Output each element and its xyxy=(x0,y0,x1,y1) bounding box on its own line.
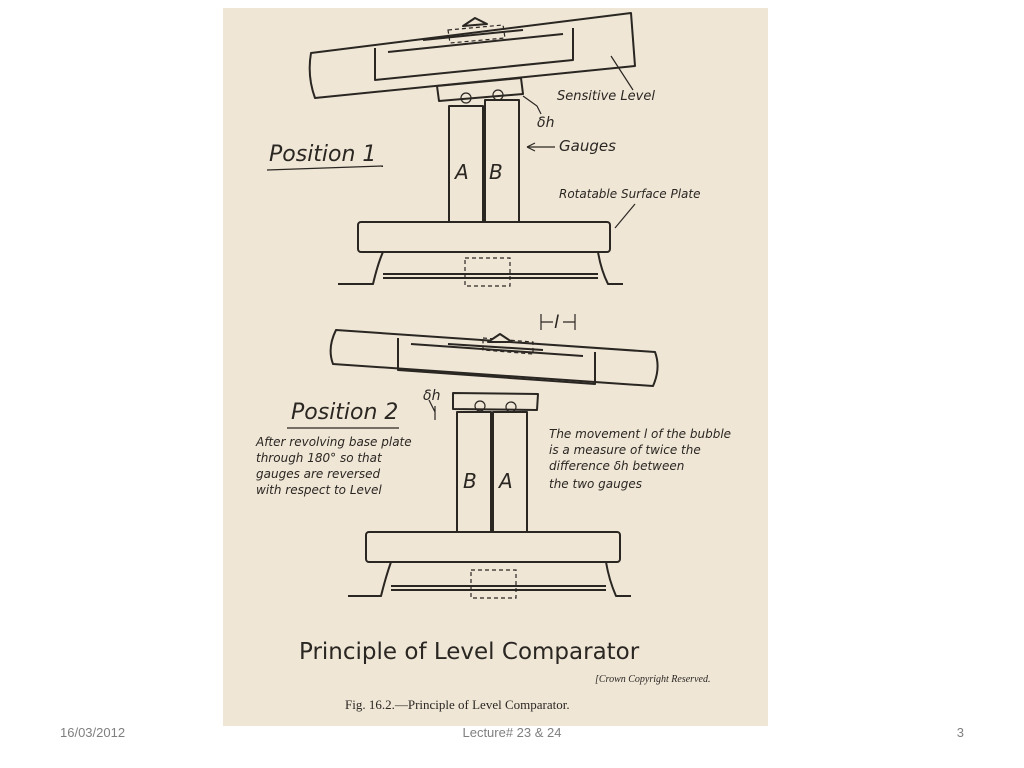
note-left-line-4: with respect to Level xyxy=(256,483,382,497)
note-right-line-1: The movement l of the bubble xyxy=(549,427,731,441)
delta-h-label-2: δh xyxy=(423,388,440,404)
note-left-line-2: through 180° so that xyxy=(256,451,383,465)
arrow-gauges xyxy=(526,142,536,152)
gauge-a-label-1: A xyxy=(453,160,469,184)
leader-surface-plate xyxy=(614,203,636,229)
vial-cap-1 xyxy=(462,17,488,27)
vial-cap-2 xyxy=(487,333,513,343)
gauge-a-1 xyxy=(448,105,484,223)
footer-date: 16/03/2012 xyxy=(60,725,126,740)
contact-ball-1a xyxy=(460,92,472,104)
gauge-b-2 xyxy=(456,411,492,533)
gauge-a-label-2: A xyxy=(497,469,513,493)
figure-caption: Fig. 16.2.—Principle of Level Comparator… xyxy=(345,697,570,712)
note-right-line-3: difference δh between xyxy=(549,459,684,473)
footer-page-number: 3 xyxy=(956,725,964,740)
position-1-assembly xyxy=(308,12,636,287)
gauge-b-label-1: B xyxy=(489,160,503,184)
leader-delta-h-1 xyxy=(522,95,542,115)
leader-delta-h-2 xyxy=(428,399,436,420)
position-1-label: Position 1 xyxy=(269,142,376,167)
bubble-1 xyxy=(447,24,506,44)
level-vial-1 xyxy=(374,28,574,81)
note-right-line-4: the two gauges xyxy=(549,477,642,491)
note-right-line-2: is a measure of twice the xyxy=(549,443,701,457)
surface-plate-1 xyxy=(357,221,611,253)
pivot-box-1 xyxy=(464,257,511,287)
delta-h-label-1: δh xyxy=(537,115,554,131)
position-2-assembly xyxy=(329,314,659,599)
position-2-label: Position 2 xyxy=(291,400,398,425)
base-stand-1 xyxy=(338,251,623,285)
footer-lecture: Lecture# 23 & 24 xyxy=(462,725,562,740)
gauge-b-label-2: B xyxy=(463,469,477,493)
l-label: l xyxy=(554,312,559,333)
gauge-a-2 xyxy=(492,411,528,533)
level-mount-1 xyxy=(436,77,524,102)
figure-title: Principle of Level Comparator xyxy=(299,639,640,665)
rotatable-plate-label: Rotatable Surface Plate xyxy=(559,187,701,201)
level-comparator-figure: Position 1 Sensitive Level δh Gauges A B… xyxy=(223,8,768,726)
gauges-label: Gauges xyxy=(559,137,616,155)
pivot-box-2 xyxy=(470,569,517,599)
leader-sensitive-level xyxy=(610,55,634,91)
note-left-line-1: After revolving base plate xyxy=(255,435,412,449)
surface-plate-2 xyxy=(365,531,621,563)
level-vial-2 xyxy=(397,338,596,385)
base-stand-2 xyxy=(348,561,631,597)
copyright-note: [Crown Copyright Reserved. xyxy=(595,674,710,685)
sensitive-level-label: Sensitive Level xyxy=(557,89,655,104)
l-dimension xyxy=(540,314,576,330)
note-left-line-3: gauges are reversed xyxy=(256,467,380,481)
level-mount-2 xyxy=(452,392,539,411)
level-comparator-drawing: Position 1 Sensitive Level δh Gauges A B… xyxy=(255,12,731,712)
position-1-underline xyxy=(266,165,384,171)
